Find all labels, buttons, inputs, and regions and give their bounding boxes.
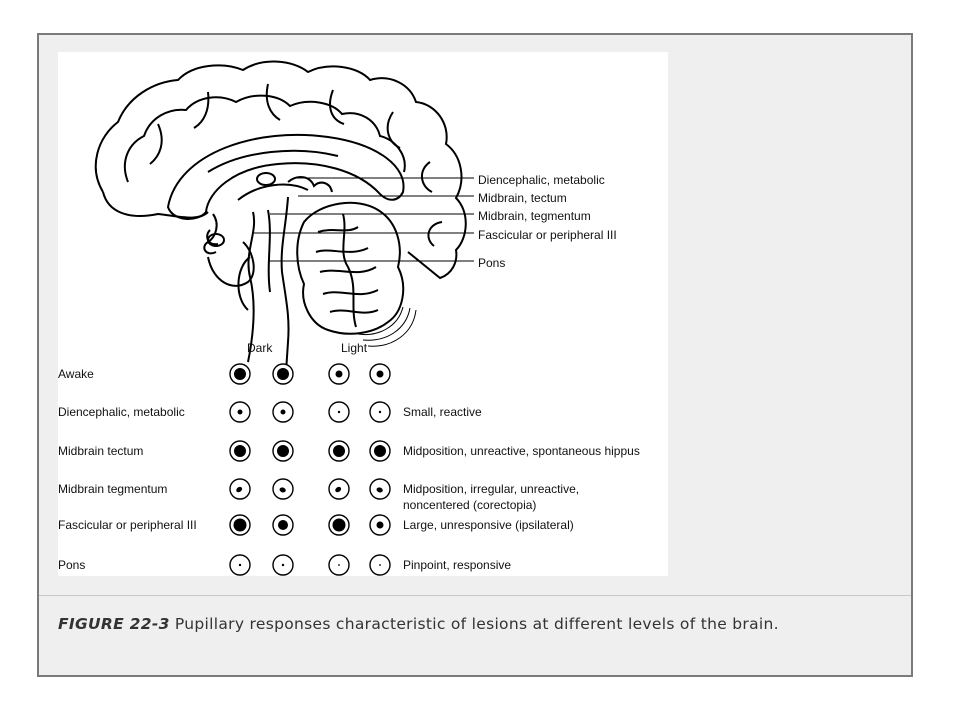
pons [237,256,251,311]
corpus-callosum [166,133,405,220]
row-description-diencephalic: Small, reactive [403,405,482,419]
pupil-dot [376,487,383,493]
brainstem [247,211,256,363]
pupil-dot [277,368,289,380]
brain-label-pons: Pons [478,256,506,270]
row-label-midbrain-tectum: Midbrain tectum [58,444,144,458]
pupil-dot [335,486,342,493]
brain-label-diencephalic: Diencephalic, metabolic [478,173,605,187]
pupil-dot [337,410,341,414]
brain-sagittal-diagram [94,60,474,576]
caption-text: Pupillary responses characteristic of le… [169,615,779,633]
row-label-midbrain-tegmentum: Midbrain tegmentum [58,482,168,496]
pupil-dot [278,520,288,530]
pupil-grid [229,363,391,576]
pupil-dot [234,445,246,457]
brain-label-fascicular: Fascicular or peripheral III [478,228,617,242]
pupil-dot [376,521,384,529]
pupil-dot [379,564,381,566]
caption-divider [39,595,911,596]
pupil-dot [238,563,242,567]
row-label-pons: Pons [58,558,86,572]
row-description-fascicular: Large, unresponsive (ipsilateral) [403,518,574,532]
row-description-midbrain-tegmentum: Midposition, irregular, unreactive, [403,482,580,496]
pupil-dot [338,564,340,566]
pupil-dot [277,445,289,457]
row-label-diencephalic: Diencephalic, metabolic [58,405,185,419]
pupil-dot [376,370,384,378]
pupil-dot [378,410,382,414]
pupil-dot [233,518,247,532]
pupil-dot [281,563,285,567]
pupil-dot [332,518,346,532]
figure-caption: FIGURE 22-3 Pupillary responses characte… [58,615,779,633]
cerebellum [296,201,405,335]
pupil-dot [237,409,243,415]
figure-number: FIGURE 22-3 [58,615,170,633]
pupil-dot [335,370,343,378]
row-description-midbrain-tectum: Midposition, unreactive, spontaneous hip… [403,444,640,458]
pupil-dot [374,445,386,457]
pupil-dot [234,368,246,380]
brain-label-midbrain-tectum: Midbrain, tectum [478,191,567,205]
pupil-dot [279,487,286,493]
row-label-awake: Awake [58,367,94,381]
cortex-outline [94,60,467,280]
row-label-fascicular: Fascicular or peripheral III [58,518,197,532]
row-description-midbrain-tegmentum-line2: noncentered (corectopia) [403,498,537,512]
pupil-dot [236,486,243,493]
pupil-dot [280,409,286,415]
column-header-light: Light [341,341,368,355]
column-header-dark: Dark [247,341,273,355]
brain-label-midbrain-tegmentum: Midbrain, tegmentum [478,209,591,223]
row-description-pons: Pinpoint, responsive [403,558,512,572]
pupil-dot [333,445,345,457]
figure-image: Diencephalic, metabolic Midbrain, tectum… [58,52,668,576]
